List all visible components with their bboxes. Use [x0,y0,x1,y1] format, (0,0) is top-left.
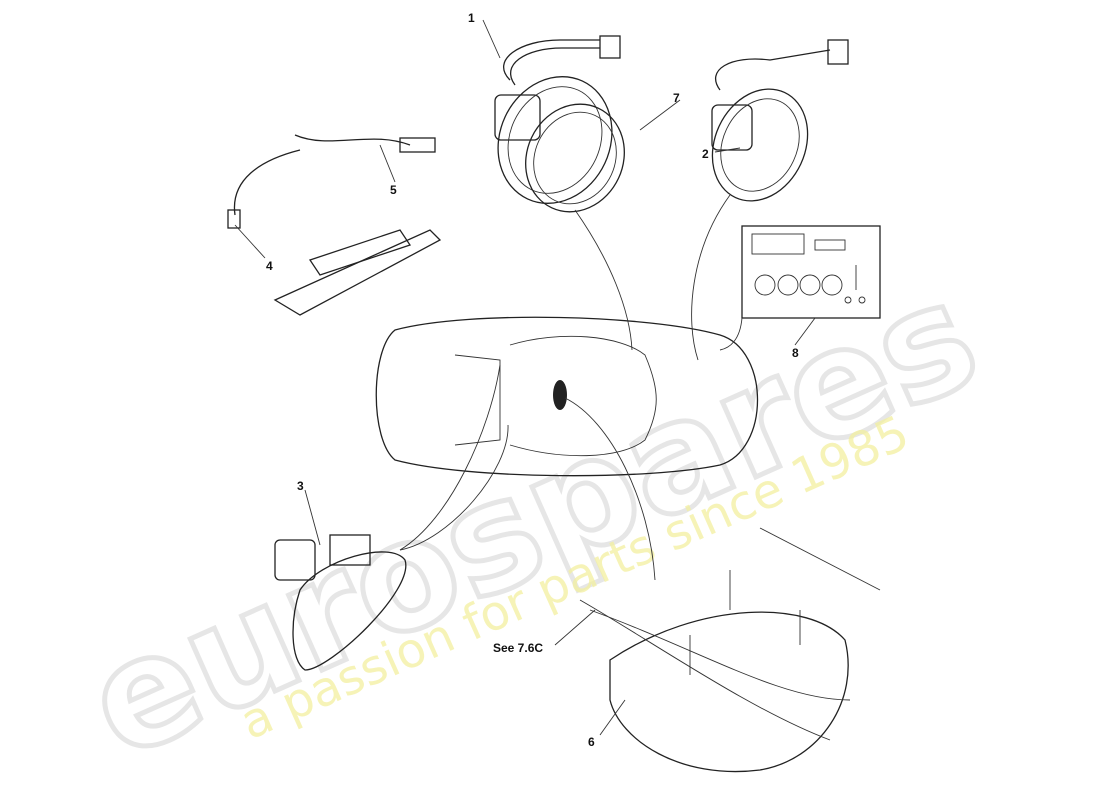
leader-lines [234,19,816,736]
callout-5: 5 [390,183,397,197]
watermark: eurospares a passion for parts since 198… [61,246,1003,796]
lamp-ring-7 [525,103,625,213]
callout-1: 1 [468,11,475,25]
callout-6: 6 [588,735,595,749]
bulb-kit-8 [741,225,881,319]
callout-8: 8 [792,346,799,360]
callout-labels: 1 2 3 4 5 6 7 8 See 7.6C [266,11,799,749]
reference-note: See 7.6C [493,641,543,655]
side-repeater-lamp-2 [711,39,849,202]
watermark-brand: eurospares [64,248,1001,793]
callout-3: 3 [297,479,304,493]
callout-2: 2 [702,147,709,161]
side-marker-lamp-3 [274,534,407,671]
callout-4: 4 [266,259,273,273]
car-top-view [375,316,758,477]
side-repeater-lamp-1 [494,35,621,204]
interior-lamp-6 [579,527,881,773]
bracket-harness-4-5 [227,134,442,316]
callout-7: 7 [673,91,680,105]
